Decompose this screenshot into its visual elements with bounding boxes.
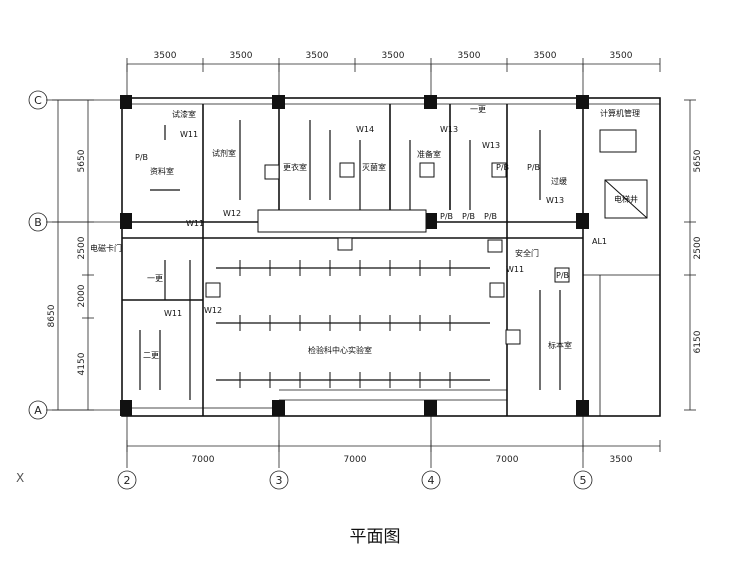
window-label: W11 (164, 309, 182, 318)
pb-label: P/B (556, 271, 569, 280)
axis-col-4: 4 (428, 474, 435, 487)
dim-top-5: 3500 (458, 51, 481, 61)
room-label-lab: 检验科中心实验室 (308, 345, 372, 355)
window-label: W13 (482, 141, 500, 150)
room-label-guohuan: 过缓 (551, 176, 567, 186)
room-label-dianti: 电梯井 (614, 194, 638, 204)
dim-bottom-3: 7000 (496, 455, 519, 465)
window-label: W12 (204, 306, 222, 315)
dim-left-2: 2500 (77, 236, 87, 259)
dim-top-1: 3500 (154, 51, 177, 61)
dim-left-3: 2000 (77, 284, 87, 307)
room-label-miejun: 灭菌室 (362, 162, 386, 172)
room-label-yigeng: 一更 (147, 274, 163, 283)
window-label: W14 (356, 125, 374, 134)
room-label-anquan: 安全门 (515, 248, 539, 258)
pb-label: P/B (527, 163, 540, 172)
panel-label-al1: AL1 (592, 237, 607, 246)
dim-bottom-2: 7000 (344, 455, 367, 465)
room-label-gengyi: 更衣室 (283, 162, 307, 172)
axis-row-b: B (34, 216, 42, 229)
room-label-shiqi: 试漆室 (172, 109, 196, 119)
room-label-biaoben: 标本室 (548, 340, 572, 350)
window-label: W13 (546, 196, 564, 205)
pb-label: P/B (484, 212, 497, 221)
dim-right-2: 2500 (693, 236, 703, 259)
room-label-ziliao: 资料室 (150, 166, 174, 176)
figure-caption: 平面图 (349, 527, 401, 547)
dim-left-4: 4150 (77, 352, 87, 375)
pb-label: P/B (462, 212, 475, 221)
dim-right-1: 5650 (693, 149, 703, 172)
window-label: W11 (506, 265, 524, 274)
window-label: W13 (440, 125, 458, 134)
axis-col-3: 3 (276, 474, 283, 487)
floor-plan-drawing: 3500 3500 3500 3500 3500 3500 3500 7000 … (28, 51, 703, 490)
dim-top-6: 3500 (534, 51, 557, 61)
dim-left-total: 8650 (47, 304, 57, 327)
corner-mark: X (16, 471, 25, 485)
dim-top-7: 3500 (610, 51, 633, 61)
room-label-shiji: 试剂室 (212, 148, 236, 158)
axis-row-c: C (34, 94, 42, 107)
window-label: W11 (180, 130, 198, 139)
axis-col-2: 2 (124, 474, 131, 487)
room-label-ergeng: 二更 (143, 351, 159, 360)
room-label-jisuanji: 计算机管理 (600, 108, 640, 118)
pb-label: P/B (135, 153, 148, 162)
dim-left-1: 5650 (77, 149, 87, 172)
room-label-dianci: 电磁卡门 (90, 243, 122, 253)
axis-row-a: A (34, 404, 42, 417)
dim-top-3: 3500 (306, 51, 329, 61)
room-label-yigeng-top: 一更 (470, 105, 486, 114)
pb-label: P/B (440, 212, 453, 221)
dim-top-4: 3500 (382, 51, 405, 61)
dim-bottom-4: 3500 (610, 455, 633, 465)
window-label: W11 (186, 219, 204, 228)
window-label: W12 (223, 209, 241, 218)
dim-top-2: 3500 (230, 51, 253, 61)
dim-bottom-1: 7000 (192, 455, 215, 465)
room-label-zhunbei: 准备室 (417, 149, 441, 159)
axis-col-5: 5 (580, 474, 587, 487)
dim-right-3: 6150 (693, 330, 703, 353)
pb-label: P/B (496, 163, 509, 172)
